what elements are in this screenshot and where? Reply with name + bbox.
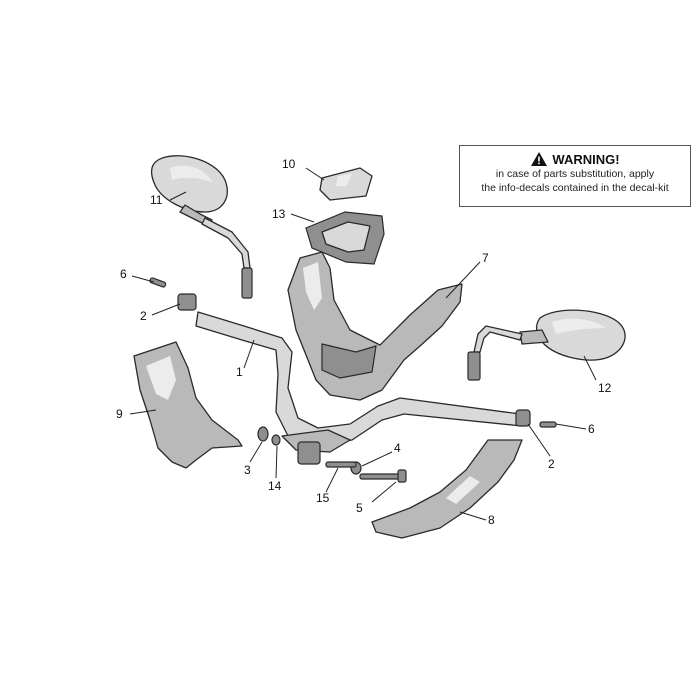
callout-11: 11 [150, 193, 163, 207]
callout-14: 14 [268, 479, 282, 493]
washer-3-part [257, 426, 269, 442]
screw-15-part [325, 461, 357, 468]
left-mirror-part [150, 155, 253, 299]
callout-8: 8 [488, 513, 495, 527]
callout-6-right: 6 [588, 422, 595, 436]
warning-triangle-icon [531, 152, 548, 166]
warning-line-2: the info-decals contained in the decal-k… [481, 182, 669, 194]
callout-7: 7 [482, 251, 489, 265]
callout-9: 9 [116, 407, 123, 421]
callout-2-left: 2 [140, 309, 147, 323]
callout-6-left: 6 [120, 267, 127, 281]
callout-2-right: 2 [548, 457, 555, 471]
callout-10: 10 [282, 157, 296, 171]
callout-12: 12 [598, 381, 612, 395]
callout-13: 13 [272, 207, 286, 221]
handlebar-cover-part [287, 251, 463, 401]
warning-line-1: in case of parts substitution, apply [495, 168, 655, 180]
callout-1: 1 [236, 365, 243, 379]
nut-14-part [271, 434, 281, 446]
callout-labels: 10 11 13 7 6 2 1 9 12 6 2 3 14 4 5 15 8 [116, 157, 612, 527]
right-mirror-part [467, 309, 626, 381]
callout-4: 4 [394, 441, 401, 455]
screw-6-right-part [539, 421, 557, 428]
frame-ring-part [305, 211, 385, 265]
screw-6-left-part [149, 277, 167, 288]
leader-lines [129, 167, 597, 521]
warning-title-row: WARNING! [460, 151, 690, 167]
right-lower-cover-part [371, 439, 523, 539]
left-lower-cover-part [133, 341, 243, 469]
callout-5: 5 [356, 501, 363, 515]
warning-title: WARNING! [552, 151, 620, 167]
callout-3: 3 [244, 463, 251, 477]
handlebar-tube-part [177, 293, 531, 465]
cover-cap-part [319, 167, 373, 201]
callout-15: 15 [316, 491, 330, 505]
screw-5-part [359, 469, 407, 483]
warning-notice: WARNING! in case of parts substitution, … [459, 145, 691, 207]
